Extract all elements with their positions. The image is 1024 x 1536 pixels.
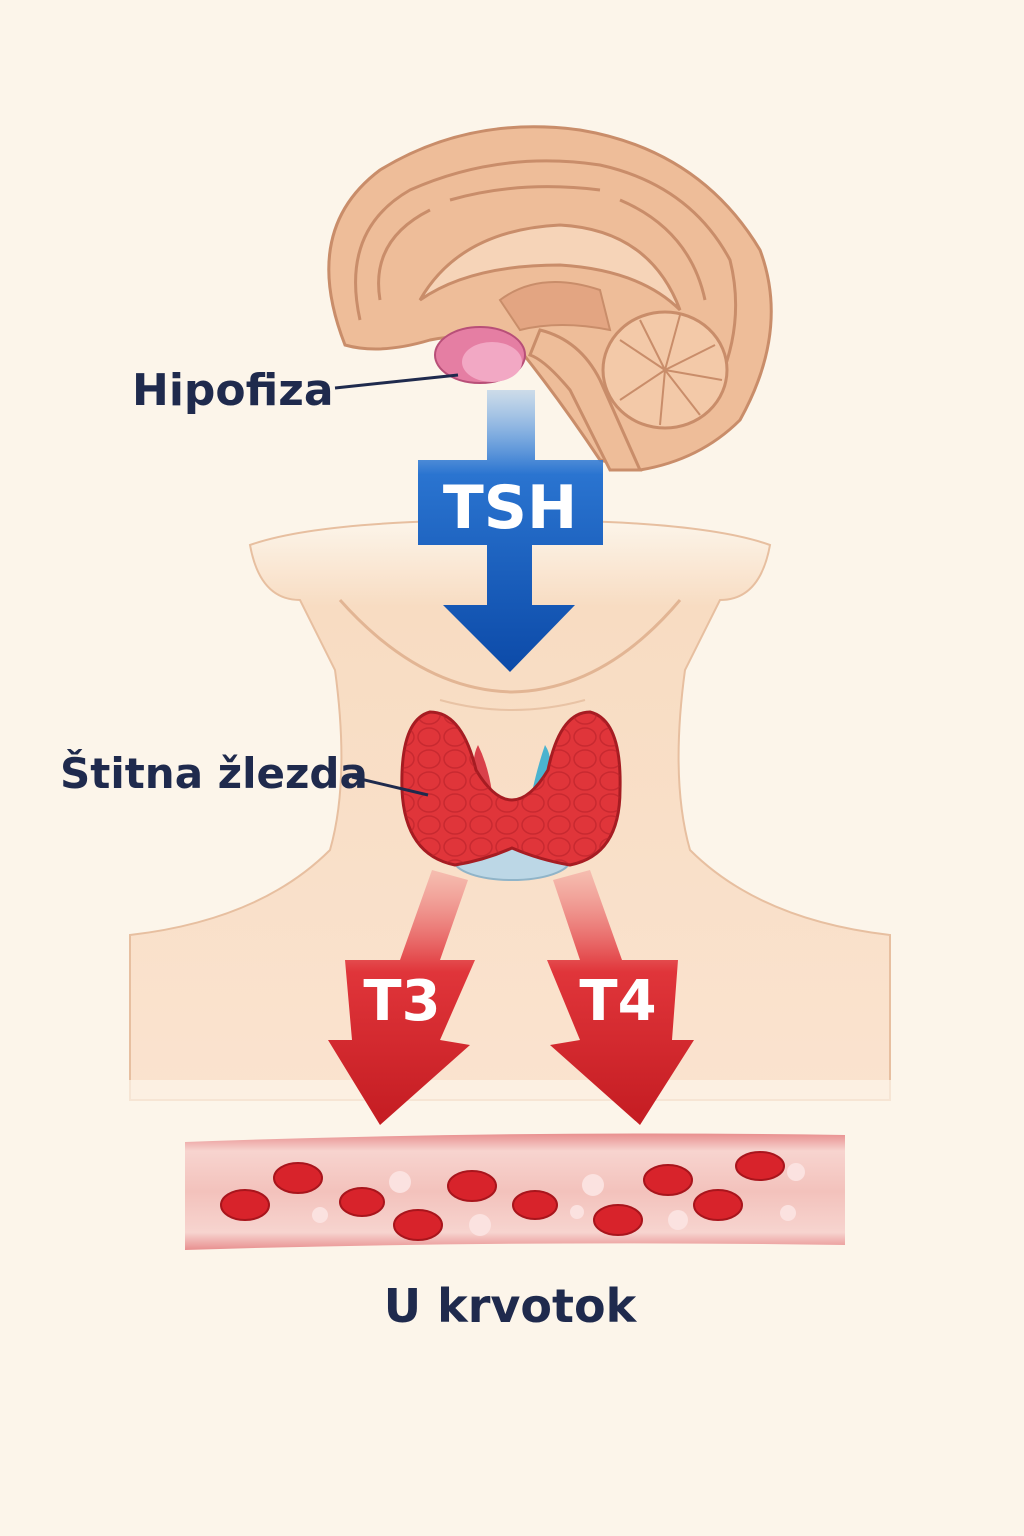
thyroid-leader-line <box>351 775 429 797</box>
red-blood-cells <box>220 1151 785 1241</box>
bloodstream-label: U krvotok <box>384 1279 638 1333</box>
t3-arrow: T3 <box>328 870 475 1125</box>
blood-vessel <box>185 1133 845 1250</box>
t3-label: T3 <box>363 969 440 1034</box>
brain-illustration <box>327 125 773 472</box>
thyroid-gland <box>400 710 622 881</box>
pituitary-leader-line <box>334 373 459 390</box>
t4-arrow: T4 <box>547 870 694 1125</box>
white-blood-cells <box>312 1163 805 1236</box>
t4-label: T4 <box>579 969 656 1034</box>
tsh-label: TSH <box>443 473 577 543</box>
tsh-arrow: TSH <box>418 390 603 672</box>
thyroid-label: Štitna žlezda <box>60 748 368 798</box>
pituitary-label: Hipofiza <box>132 365 334 416</box>
